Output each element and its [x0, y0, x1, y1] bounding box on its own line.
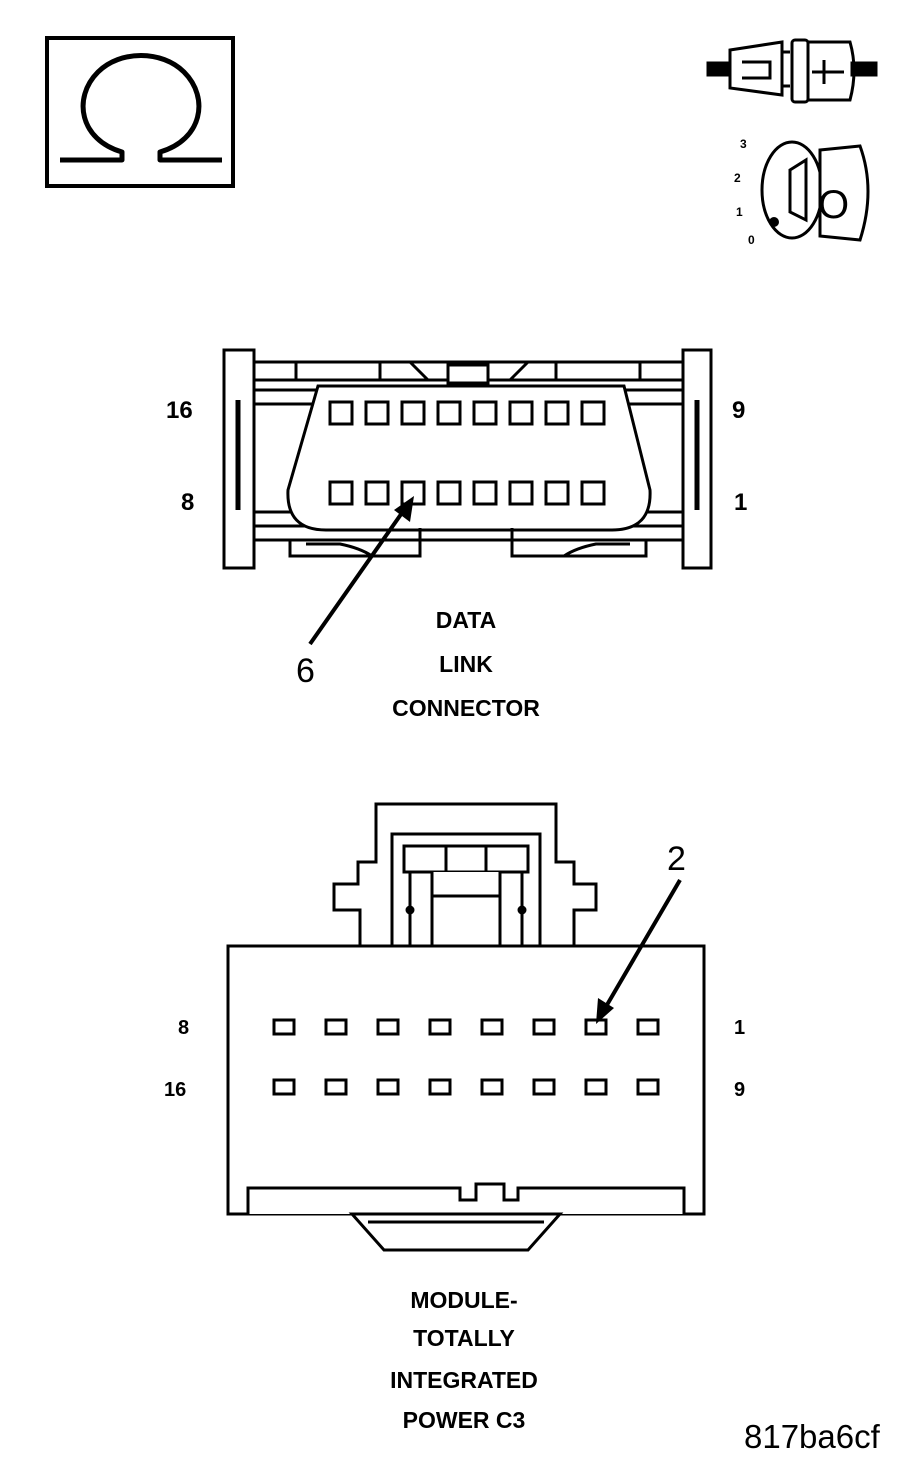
dlc-callout-arrow	[308, 496, 414, 646]
tipm-caption: MODULE- TOTALLY INTEGRATED POWER C3	[390, 1287, 538, 1433]
data-link-connector	[222, 348, 713, 570]
svg-text:0: 0	[748, 233, 755, 247]
svg-text:2: 2	[734, 171, 741, 185]
tipm-pin-label-1: 1	[734, 1017, 745, 1039]
ignition-key-off-icon: 3 2 1 0 O	[734, 137, 870, 247]
svg-text:MODULE-: MODULE-	[410, 1287, 517, 1313]
dlc-pin-label-1: 1	[734, 489, 747, 516]
tipm-callout-arrow	[596, 878, 682, 1024]
dlc-pin-label-8: 8	[181, 489, 194, 516]
svg-text:3: 3	[740, 137, 747, 151]
svg-text:POWER C3: POWER C3	[403, 1407, 526, 1433]
dlc-pin-label-16: 16	[166, 397, 193, 424]
dlc-caption: DATA LINK CONNECTOR	[392, 607, 540, 721]
dlc-pin-row-bottom	[328, 480, 606, 506]
tipm-pin-row-bottom	[272, 1078, 660, 1096]
dlc-pin-label-9: 9	[732, 397, 745, 424]
tipm-pin-label-8: 8	[178, 1017, 189, 1039]
ohm-icon	[45, 36, 235, 188]
svg-text:CONNECTOR: CONNECTOR	[392, 695, 540, 721]
svg-text:TOTALLY: TOTALLY	[413, 1325, 515, 1351]
dlc-pin-row-top	[328, 400, 606, 426]
svg-text:DATA: DATA	[436, 607, 496, 633]
svg-text:INTEGRATED: INTEGRATED	[390, 1367, 538, 1393]
dlc-callout-number: 6	[296, 652, 315, 690]
svg-text:O: O	[818, 183, 849, 227]
tipm-pin-label-9: 9	[734, 1079, 745, 1101]
svg-text:1: 1	[736, 205, 743, 219]
svg-text:LINK: LINK	[439, 651, 493, 677]
figure-id: 817ba6cf	[744, 1418, 881, 1455]
tipm-callout-number: 2	[667, 840, 686, 878]
connector-disconnect-icon	[706, 38, 878, 104]
tipm-pin-label-16: 16	[164, 1079, 186, 1101]
tipm-pin-row-top	[272, 1018, 660, 1036]
tipm-connector	[226, 802, 706, 1252]
